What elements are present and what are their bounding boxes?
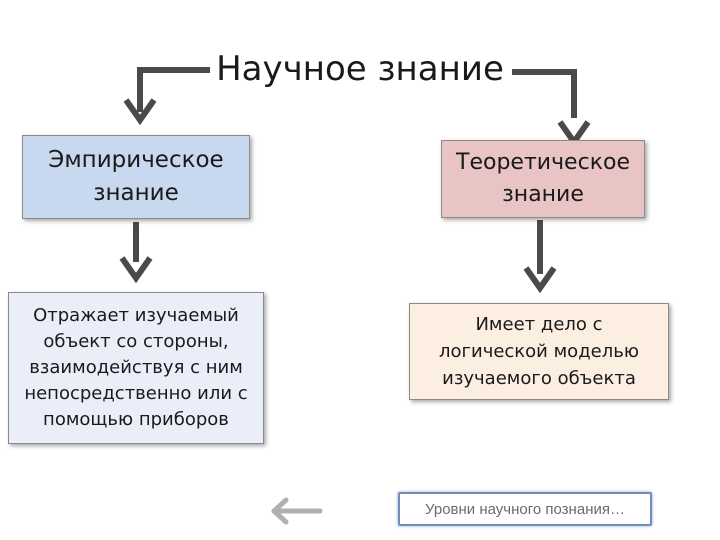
arrowhead-empirical bbox=[123, 98, 157, 126]
theoretical-desc-line: логической моделью bbox=[439, 341, 639, 362]
arrowhead-empirical-desc bbox=[119, 256, 153, 284]
empirical-knowledge-box: Эмпирическое знание bbox=[22, 135, 250, 219]
theoretical-knowledge-box: Теоретическое знание bbox=[441, 140, 645, 218]
arrowhead-theoretical-desc bbox=[523, 266, 557, 294]
empirical-desc-line: объект со стороны, bbox=[43, 331, 229, 352]
diagram-title: Научное знание bbox=[216, 49, 504, 89]
empirical-label-line1: Эмпирическое bbox=[48, 147, 224, 173]
empirical-desc-line: помощью приборов bbox=[43, 409, 229, 430]
left-arrow-icon[interactable] bbox=[268, 496, 324, 526]
theoretical-label-line2: знание bbox=[502, 182, 584, 207]
empirical-description-box: Отражает изучаемый объект со стороны, вз… bbox=[8, 292, 264, 444]
theoretical-label-line1: Теоретическое bbox=[456, 150, 630, 175]
theoretical-desc-line: изучаемого объекта bbox=[442, 368, 636, 389]
empirical-desc-line: взаимодействуя с ним bbox=[29, 357, 243, 378]
connector-title-to-empirical bbox=[137, 67, 210, 112]
levels-of-knowledge-button[interactable]: Уровни научного познания… bbox=[398, 492, 652, 526]
empirical-desc-line: непосредственно или с bbox=[24, 383, 248, 404]
theoretical-description-box: Имеет дело с логической моделью изучаемо… bbox=[409, 303, 669, 400]
empirical-label-line2: знание bbox=[93, 180, 179, 206]
arrowhead-theoretical bbox=[557, 120, 591, 148]
connector-title-to-theoretical bbox=[512, 69, 577, 118]
empirical-desc-line: Отражает изучаемый bbox=[33, 305, 239, 326]
theoretical-desc-line: Имеет дело с bbox=[475, 314, 603, 335]
